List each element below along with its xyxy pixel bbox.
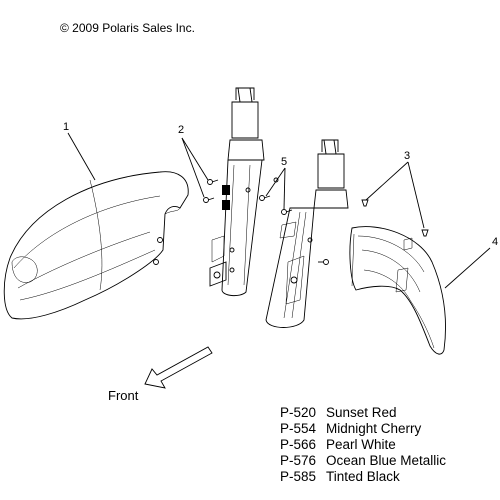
legend-row: P-576 Ocean Blue Metallic: [280, 453, 446, 469]
legend-color-name: Tinted Black: [326, 469, 400, 484]
front-fender-part-1: [3, 171, 189, 320]
legend-row: P-554 Midnight Cherry: [280, 421, 446, 437]
leader-line-5b: [283, 167, 286, 210]
leader-line-2b: [181, 137, 205, 198]
callout-2: 2: [178, 124, 185, 136]
legend-code: P-520: [280, 405, 317, 420]
legend-code: P-566: [280, 437, 317, 452]
front-direction-arrow: [144, 346, 213, 389]
callout-1: 1: [63, 121, 70, 133]
leader-line-1: [67, 132, 96, 181]
left-fork-tube: [209, 87, 265, 297]
callout-3: 3: [404, 150, 411, 162]
rear-fender-part-4: [349, 226, 446, 355]
legend-color-name: Ocean Blue Metallic: [326, 453, 447, 468]
legend-row: P-520 Sunset Red: [280, 405, 446, 421]
callout-5: 5: [281, 156, 288, 168]
callout-4: 4: [492, 236, 499, 248]
leader-line-3a: [365, 161, 409, 201]
leader-line-2a: [181, 137, 209, 181]
legend-code: P-585: [280, 469, 317, 484]
legend-color-name: Pearl White: [326, 437, 396, 452]
legend-code: P-554: [280, 421, 317, 436]
legend-code: P-576: [280, 453, 317, 468]
legend-row: P-566 Pearl White: [280, 437, 446, 453]
color-legend: P-520 Sunset Red P-554 Midnight Cherry P…: [280, 405, 446, 485]
legend-row: P-585 Tinted Black: [280, 469, 446, 485]
leader-line-5a: [265, 167, 286, 197]
front-label: Front: [108, 388, 139, 403]
leader-line-4: [444, 247, 491, 289]
copyright-notice: © 2009 Polaris Sales Inc.: [60, 21, 195, 35]
legend-color-name: Midnight Cherry: [326, 421, 422, 436]
right-fork-tube: [265, 139, 349, 328]
legend-color-name: Sunset Red: [326, 405, 397, 420]
screws-part-2: [203, 179, 219, 203]
leader-line-3b: [407, 161, 425, 229]
